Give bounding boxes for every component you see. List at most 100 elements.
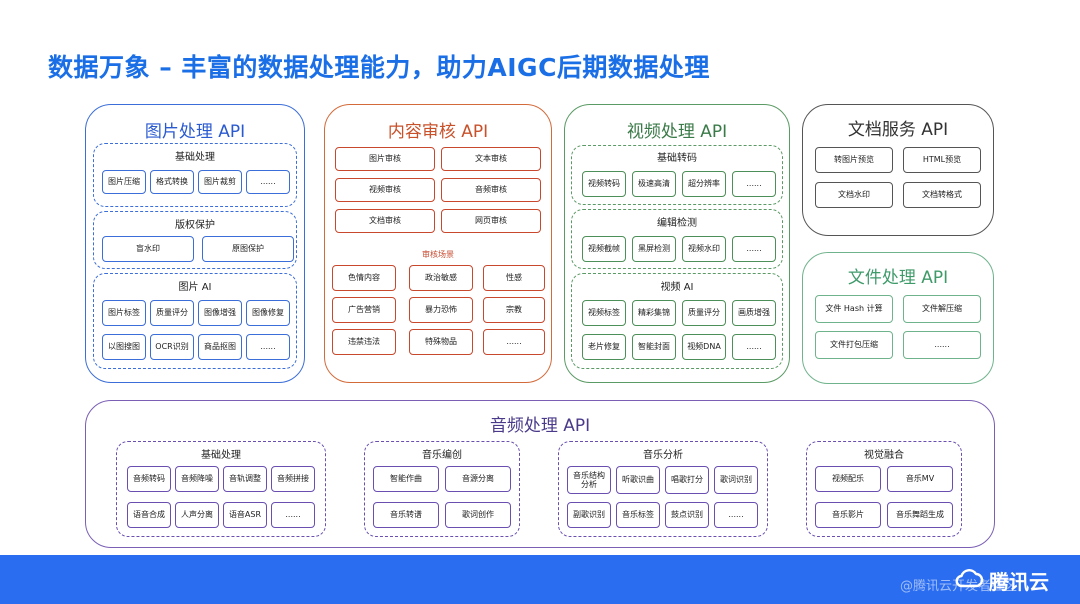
chip-video-tag: 视频标签 (582, 300, 626, 326)
chip-audio-transcode: 音频转码 (127, 466, 171, 492)
image-copyright-group: 版权保护 盲水印 原图保护 (93, 211, 297, 269)
chip-video-bgm: 视频配乐 (815, 466, 881, 492)
visual-fusion-group: 视觉融合 视频配乐 音乐MV 音乐影片 音乐舞蹈生成 (806, 441, 962, 537)
chip-audio-splice: 音频拼接 (271, 466, 315, 492)
chip-video-quality: 质量评分 (682, 300, 726, 326)
image-api-title: 图片处理 API (144, 122, 246, 142)
logo-text: 腾讯云 (989, 569, 1049, 594)
footer-bar (0, 555, 1080, 604)
video-api-title: 视频处理 API (626, 122, 728, 142)
chip-source-separation: 音源分离 (445, 466, 511, 492)
chip-religion: 宗教 (483, 297, 545, 323)
audio-basic-label: 基础处理 (201, 450, 241, 461)
audio-basic-group: 基础处理 音频转码 音频降噪 音轨调整 音频拼接 语音合成 人声分离 语音ASR… (116, 441, 326, 537)
chip-file-hash: 文件 Hash 计算 (815, 295, 893, 323)
chip-porn: 色情内容 (332, 265, 396, 291)
chip-video-snapshot: 视频截帧 (582, 236, 626, 262)
moderation-scenes-label: 审核场景 (422, 250, 454, 259)
chip-smart-compose: 智能作曲 (373, 466, 439, 492)
chip-image-preview: 转图片预览 (815, 147, 893, 173)
chip-old-film-repair: 老片修复 (582, 334, 626, 360)
image-basic-group: 基础处理 图片压缩 格式转换 图片裁剪 ...... (93, 143, 297, 207)
chip-highlights: 精彩集锦 (632, 300, 676, 326)
chip-video-basic-more: ...... (732, 171, 776, 197)
chip-asr: 语音ASR (223, 502, 267, 528)
chip-ocr: OCR识别 (150, 334, 194, 360)
chip-dance-generate: 音乐舞蹈生成 (887, 502, 953, 528)
chip-super-resolution: 超分辨率 (682, 171, 726, 197)
chip-file-decompress: 文件解压缩 (903, 295, 981, 323)
image-api-panel: 图片处理 API 基础处理 图片压缩 格式转换 图片裁剪 ...... 版权保护… (85, 104, 305, 383)
chip-tts: 语音合成 (127, 502, 171, 528)
page-title: 数据万象 – 丰富的数据处理能力，助力AIGC后期数据处理 (48, 53, 710, 82)
music-analysis-group: 音乐分析 音乐结构分析 听歌识曲 唱歌打分 歌词识别 副歌识别 音乐标签 鼓点识… (558, 441, 768, 537)
moderation-api-panel: 内容审核 API 图片审核 文本审核 视频审核 音频审核 文档审核 网页审核 审… (324, 104, 552, 383)
image-copyright-label: 版权保护 (175, 220, 215, 231)
chip-track-adjust: 音轨调整 (223, 466, 267, 492)
watermark-text: @腾讯云开发者社区 (900, 579, 1018, 594)
chip-video-dna: 视频DNA (682, 334, 726, 360)
chip-product-matting: 商品抠图 (198, 334, 242, 360)
chip-analysis-more: ...... (714, 502, 758, 528)
chip-audio-basic-more: ...... (271, 502, 315, 528)
chip-lyrics-recognition: 歌词识别 (714, 466, 758, 494)
chip-black-screen: 黑屏检测 (632, 236, 676, 262)
chip-video-transcode: 视频转码 (582, 171, 626, 197)
moderation-api-title: 内容审核 API (387, 122, 489, 142)
audio-api-title: 音频处理 API (489, 416, 591, 436)
chip-music-tag: 音乐标签 (616, 502, 660, 528)
chip-beat-detect: 鼓点识别 (665, 502, 709, 528)
chip-format-convert: 格式转换 (150, 170, 194, 194)
chip-song-recognition: 听歌识曲 (616, 466, 660, 494)
chip-doc-moderation: 文档审核 (335, 209, 435, 233)
video-edit-label: 编辑检测 (657, 218, 697, 229)
video-basic-label: 基础转码 (657, 153, 697, 164)
chip-chorus-detect: 副歌识别 (567, 502, 611, 528)
chip-sexy: 性感 (483, 265, 545, 291)
chip-image-basic-more: ...... (246, 170, 290, 194)
chip-html-preview: HTML预览 (903, 147, 981, 173)
chip-music-structure: 音乐结构分析 (567, 466, 611, 494)
tencent-cloud-logo: 腾讯云 (955, 563, 1049, 597)
chip-image-crop: 图片裁剪 (198, 170, 242, 194)
video-edit-group: 编辑检测 视频截帧 黑屏检测 视频水印 ...... (571, 209, 783, 269)
chip-doc-watermark: 文档水印 (815, 182, 893, 208)
image-ai-group: 图片 AI 图片标签 质量评分 图像增强 图像修复 以图搜图 OCR识别 商品抠… (93, 273, 297, 369)
cloud-icon (955, 567, 984, 593)
chip-doc-convert: 文档转格式 (903, 182, 981, 208)
chip-image-ai-more: ...... (246, 334, 290, 360)
chip-fast-hd: 极速高清 (632, 171, 676, 197)
chip-web-moderation: 网页审核 (441, 209, 541, 233)
chip-music-transcribe: 音乐转谱 (373, 502, 439, 528)
chip-scenes-more: ...... (483, 329, 545, 355)
chip-image-tag: 图片标签 (102, 300, 146, 326)
music-analysis-label: 音乐分析 (643, 450, 683, 461)
chip-lyrics-create: 歌词创作 (445, 502, 511, 528)
chip-smart-cover: 智能封面 (632, 334, 676, 360)
chip-vocal-separation: 人声分离 (175, 502, 219, 528)
chip-image-search: 以图搜图 (102, 334, 146, 360)
video-ai-label: 视频 AI (660, 282, 694, 293)
chip-music-mv: 音乐MV (887, 466, 953, 492)
chip-image-compress: 图片压缩 (102, 170, 146, 194)
music-create-label: 音乐编创 (422, 450, 462, 461)
video-basic-group: 基础转码 视频转码 极速高清 超分辨率 ...... (571, 145, 783, 205)
chip-video-ai-more: ...... (732, 334, 776, 360)
chip-video-moderation: 视频审核 (335, 178, 435, 202)
chip-ads: 广告营销 (332, 297, 396, 323)
chip-political: 政治敏感 (409, 265, 473, 291)
chip-violence: 暴力恐怖 (409, 297, 473, 323)
video-ai-group: 视频 AI 视频标签 精彩集锦 质量评分 画质增强 老片修复 智能封面 视频DN… (571, 273, 783, 369)
chip-singing-score: 唱歌打分 (665, 466, 709, 494)
chip-video-edit-more: ...... (732, 236, 776, 262)
chip-image-enhance: 图像增强 (198, 300, 242, 326)
doc-api-title: 文档服务 API (847, 120, 949, 140)
audio-api-panel: 音频处理 API 基础处理 音频转码 音频降噪 音轨调整 音频拼接 语音合成 人… (85, 400, 995, 548)
file-api-panel: 文件处理 API 文件 Hash 计算 文件解压缩 文件打包压缩 ...... (802, 252, 994, 384)
chip-image-repair: 图像修复 (246, 300, 290, 326)
chip-video-watermark: 视频水印 (682, 236, 726, 262)
chip-audio-denoise: 音频降噪 (175, 466, 219, 492)
chip-video-enhance: 画质增强 (732, 300, 776, 326)
chip-text-moderation: 文本审核 (441, 147, 541, 171)
doc-api-panel: 文档服务 API 转图片预览 HTML预览 文档水印 文档转格式 (802, 104, 994, 236)
